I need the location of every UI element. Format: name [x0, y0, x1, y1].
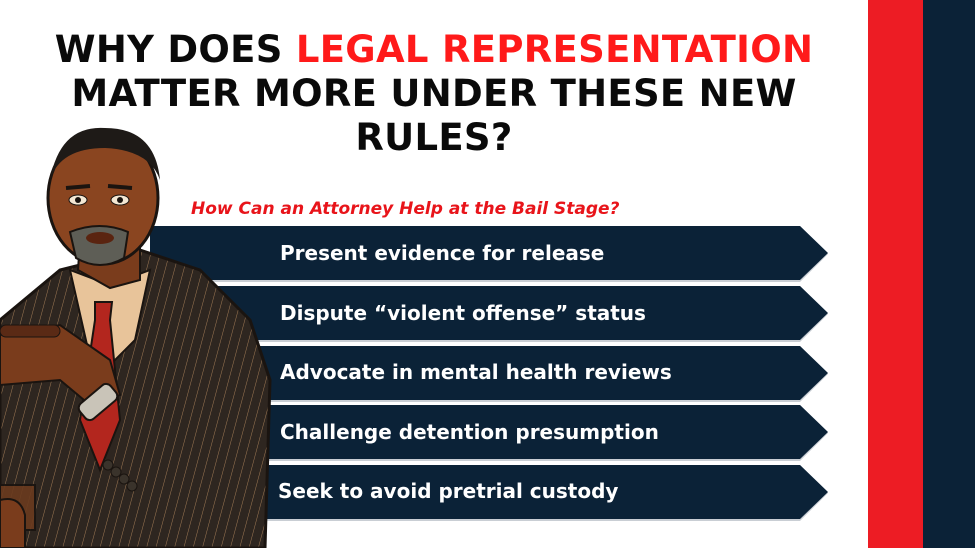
list-item-band-2	[150, 286, 828, 340]
decorative-red-stripe	[868, 0, 923, 548]
title-part1: WHY DOES	[54, 28, 296, 71]
list-item-label: Challenge detention presumption	[280, 420, 659, 444]
list-item-label: Dispute “violent offense” status	[280, 301, 646, 325]
decorative-navy-stripe	[923, 0, 975, 548]
list-item-band-1	[150, 226, 828, 280]
attorney-illustration	[0, 127, 272, 548]
slide-title: WHY DOES LEGAL REPRESENTATION MATTER MOR…	[0, 28, 868, 160]
list-item-label: Seek to avoid pretrial custody	[278, 479, 619, 503]
list-item-label: Advocate in mental health reviews	[280, 360, 672, 384]
list-item-label: Present evidence for release	[280, 241, 605, 265]
title-accent: LEGAL REPRESENTATION	[295, 28, 814, 71]
title-part2: MATTER MORE UNDER THESE NEW RULES?	[71, 72, 797, 159]
subtitle: How Can an Attorney Help at the Bail Sta…	[191, 199, 620, 219]
